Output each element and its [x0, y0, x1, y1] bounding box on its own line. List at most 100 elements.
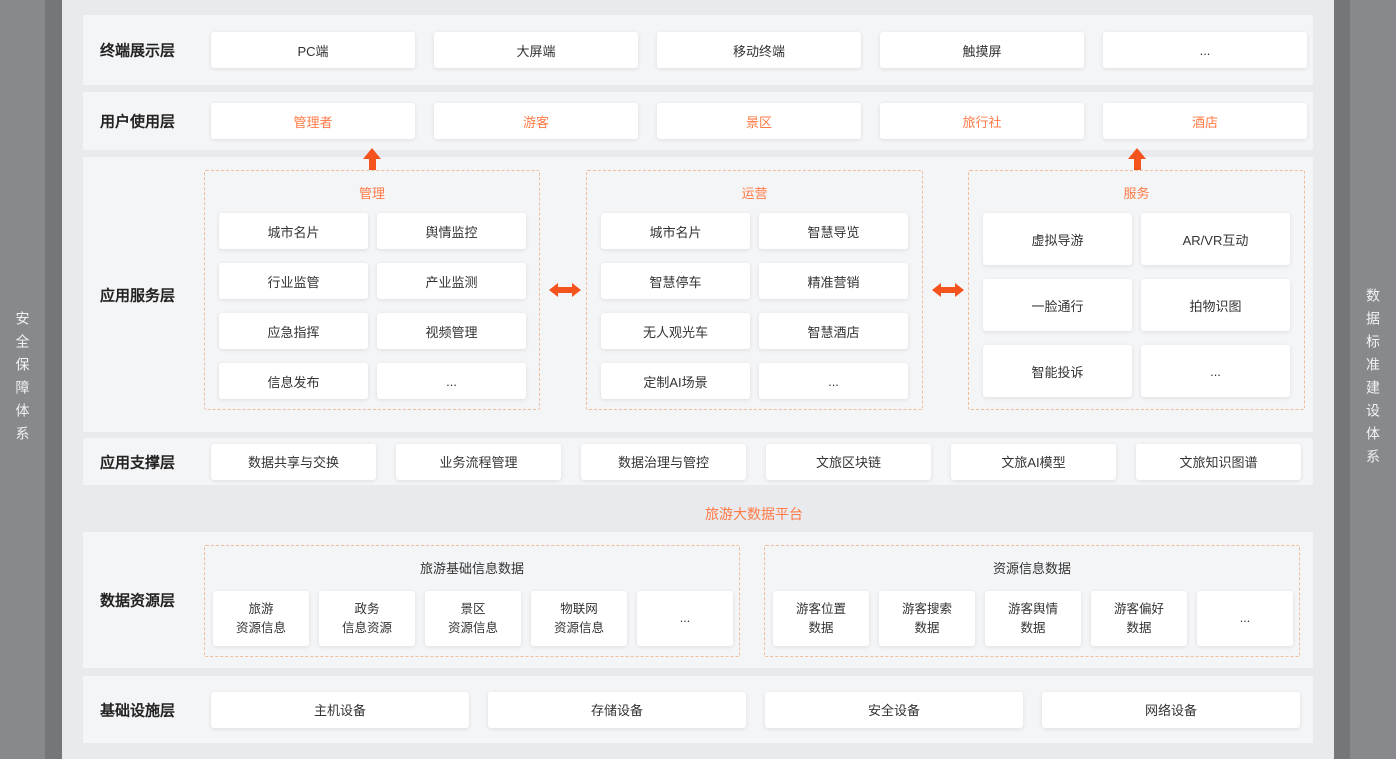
node-storage-device: 存储设备	[488, 691, 746, 728]
node-touch-screen: 触摸屏	[880, 32, 1084, 68]
up-arrow-head	[1128, 148, 1146, 159]
group-title-management: 管理	[358, 186, 385, 201]
architecture-diagram: 终端展示层 PC端 大屏端 移动终端 触摸屏 ... 用户使用层 管理者 游客 …	[62, 0, 1334, 759]
node-smart-hotel: 智慧酒店	[759, 313, 908, 349]
double-arrow-icon	[549, 283, 581, 297]
double-arrow-right-head	[955, 283, 964, 297]
security-system-vertical-label: 安全保障体系	[14, 310, 31, 449]
management-cards: 城市名片 舆情监控 行业监管 产业监测 应急指挥 视频管理 信息发布 ...	[219, 213, 526, 399]
layer-terminal-display: 终端展示层 PC端 大屏端 移动终端 触摸屏 ...	[83, 15, 1313, 85]
node-city-card-op: 城市名片	[601, 213, 750, 249]
node-custom-ai-scene: 定制AI场景	[601, 363, 750, 399]
node-business-process-mgmt: 业务流程管理	[396, 443, 561, 480]
group-title-tourism-basic-data: 旅游基础信息数据	[419, 561, 524, 576]
support-cards: 数据共享与交换 业务流程管理 数据治理与管控 文旅区块链 文旅AI模型 文旅知识…	[211, 443, 1301, 480]
node-large-screen: 大屏端	[434, 32, 638, 68]
node-scenic-area: 景区	[657, 103, 861, 139]
node-tourist-location-data: 游客位置 数据	[773, 591, 869, 646]
platform-title: 旅游大数据平台	[705, 506, 803, 522]
node-tourist-sentiment-data: 游客舆情 数据	[985, 591, 1081, 646]
node-smart-parking: 智慧停车	[601, 263, 750, 299]
node-video-management: 视频管理	[377, 313, 526, 349]
node-security-device: 安全设备	[765, 691, 1023, 728]
layer-label-app-service: 应用服务层	[100, 287, 176, 304]
node-data-sharing-exchange: 数据共享与交换	[211, 443, 376, 480]
terminal-cards: PC端 大屏端 移动终端 触摸屏 ...	[211, 32, 1307, 68]
node-iot-resource-info: 物联网 资源信息	[531, 591, 627, 646]
node-tourist-search-data: 游客搜索 数据	[879, 591, 975, 646]
node-culture-tourism-blockchain: 文旅区块链	[766, 443, 931, 480]
double-arrow-icon	[932, 283, 964, 297]
service-cards: 虚拟导游 AR/VR互动 一脸通行 拍物识图 智能投诉 ...	[983, 213, 1290, 397]
layer-app-support: 应用支撑层 数据共享与交换 业务流程管理 数据治理与管控 文旅区块链 文旅AI模…	[83, 438, 1313, 485]
security-system-strip: 安全保障体系	[0, 0, 45, 759]
double-arrow-bar	[558, 287, 572, 293]
layer-label-terminal: 终端展示层	[100, 42, 176, 60]
node-administrator: 管理者	[211, 103, 415, 139]
group-operation: 运营 城市名片 智慧导览 智慧停车 精准营销 无人观光车 智慧酒店 定制AI场景…	[586, 170, 923, 410]
layer-data-resource: 数据资源层 旅游基础信息数据 旅游 资源信息 政务 信息资源 景区 资源信息 物…	[83, 532, 1313, 668]
layer-user: 用户使用层 管理者 游客 景区 旅行社 酒店	[83, 92, 1313, 150]
node-virtual-guide: 虚拟导游	[983, 213, 1132, 265]
layer-label-data-resource: 数据资源层	[100, 592, 176, 610]
node-photo-recognition: 拍物识图	[1141, 279, 1290, 331]
layer-infrastructure: 基础设施层 主机设备 存储设备 安全设备 网络设备	[83, 676, 1313, 743]
node-precision-marketing: 精准营销	[759, 263, 908, 299]
node-tourist: 游客	[434, 103, 638, 139]
node-public-opinion-monitor: 舆情监控	[377, 213, 526, 249]
node-tourist-preference-data: 游客偏好 数据	[1091, 591, 1187, 646]
node-city-card: 城市名片	[219, 213, 368, 249]
resource-info-cards: 游客位置 数据 游客搜索 数据 游客舆情 数据 游客偏好 数据 ...	[773, 591, 1293, 646]
node-face-pass: 一脸通行	[983, 279, 1132, 331]
node-travel-agency: 旅行社	[880, 103, 1084, 139]
node-gov-info-resource: 政务 信息资源	[319, 591, 415, 646]
node-emergency-command: 应急指挥	[219, 313, 368, 349]
node-terminal-more: ...	[1103, 32, 1307, 68]
double-arrow-left-head	[549, 283, 558, 297]
node-pc: PC端	[211, 32, 415, 68]
node-smart-guide: 智慧导览	[759, 213, 908, 249]
group-title-operation: 运营	[741, 186, 768, 201]
node-smart-complaint: 智能投诉	[983, 345, 1132, 397]
data-standard-strip: 数据标准建设体系	[1350, 0, 1396, 759]
node-service-more: ...	[1141, 345, 1290, 397]
group-title-resource-info-data: 资源信息数据	[992, 561, 1071, 576]
data-standard-vertical-label: 数据标准建设体系	[1365, 287, 1381, 472]
infrastructure-cards: 主机设备 存储设备 安全设备 网络设备	[211, 691, 1300, 728]
node-hotel: 酒店	[1103, 103, 1307, 139]
user-cards: 管理者 游客 景区 旅行社 酒店	[211, 103, 1307, 139]
group-title-service: 服务	[1123, 186, 1150, 201]
node-operation-more: ...	[759, 363, 908, 399]
node-culture-tourism-knowledge-graph: 文旅知识图谱	[1136, 443, 1301, 480]
node-management-more: ...	[377, 363, 526, 399]
group-service: 服务 虚拟导游 AR/VR互动 一脸通行 拍物识图 智能投诉 ...	[968, 170, 1305, 410]
up-arrow-head	[363, 148, 381, 159]
node-network-device: 网络设备	[1042, 691, 1300, 728]
layer-app-service: 应用服务层 管理 城市名片 舆情监控 行业监管 产业监测 应急指挥 视频管理 信…	[83, 157, 1313, 432]
node-data-governance: 数据治理与管控	[581, 443, 746, 480]
node-culture-tourism-ai-model: 文旅AI模型	[951, 443, 1116, 480]
node-host-device: 主机设备	[211, 691, 469, 728]
double-arrow-right-head	[572, 283, 581, 297]
up-arrow-stem	[1133, 159, 1141, 170]
node-resource-data-more: ...	[1197, 591, 1293, 646]
node-tourism-resource-info: 旅游 资源信息	[213, 591, 309, 646]
double-arrow-left-head	[932, 283, 941, 297]
node-industry-monitoring: 产业监测	[377, 263, 526, 299]
node-info-release: 信息发布	[219, 363, 368, 399]
group-tourism-basic-data: 旅游基础信息数据 旅游 资源信息 政务 信息资源 景区 资源信息 物联网 资源信…	[204, 545, 740, 657]
node-mobile-terminal: 移动终端	[657, 32, 861, 68]
group-management: 管理 城市名片 舆情监控 行业监管 产业监测 应急指挥 视频管理 信息发布 ..…	[204, 170, 540, 410]
double-arrow-bar	[941, 287, 955, 293]
tourism-basic-cards: 旅游 资源信息 政务 信息资源 景区 资源信息 物联网 资源信息 ...	[213, 591, 733, 646]
node-ar-vr-interaction: AR/VR互动	[1141, 213, 1290, 265]
group-resource-info-data: 资源信息数据 游客位置 数据 游客搜索 数据 游客舆情 数据 游客偏好 数据 .…	[764, 545, 1300, 657]
layer-label-infrastructure: 基础设施层	[100, 702, 176, 719]
node-unmanned-sightseeing-car: 无人观光车	[601, 313, 750, 349]
node-industry-supervision: 行业监管	[219, 263, 368, 299]
up-arrow-icon	[1128, 148, 1146, 170]
layer-label-app-support: 应用支撑层	[100, 454, 176, 471]
operation-cards: 城市名片 智慧导览 智慧停车 精准营销 无人观光车 智慧酒店 定制AI场景 ..…	[601, 213, 908, 399]
node-basic-data-more: ...	[637, 591, 733, 646]
up-arrow-icon	[363, 148, 381, 170]
